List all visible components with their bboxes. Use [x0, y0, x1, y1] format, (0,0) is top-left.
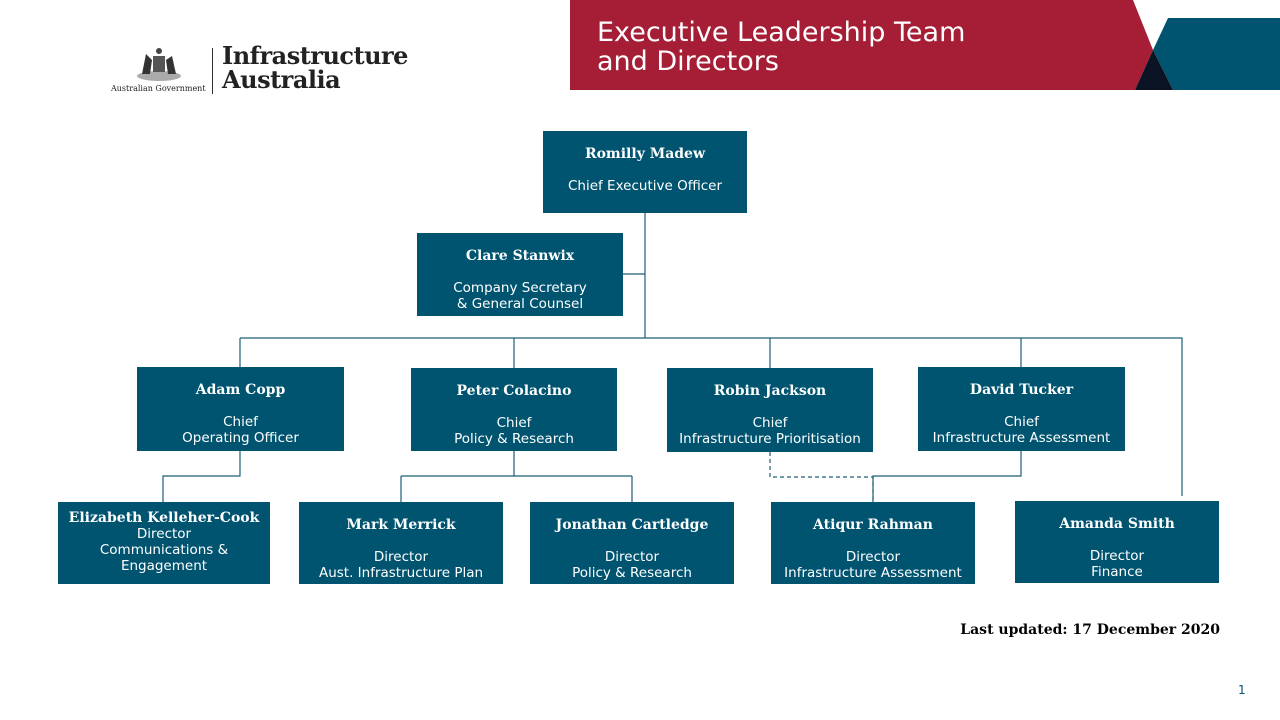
person-name: Robin Jackson: [713, 383, 827, 399]
person-name: Atiqur Rahman: [813, 517, 933, 533]
person-role: Infrastructure Prioritisation: [679, 431, 861, 447]
person-name: Adam Copp: [195, 382, 286, 398]
person-role: Infrastructure Assessment: [784, 565, 962, 581]
person-role: Policy & Research: [454, 431, 574, 447]
person-role: Chief Executive Officer: [567, 178, 723, 194]
org-box-director-policy: Jonathan Cartledge Director Policy & Res…: [530, 502, 734, 584]
org-box-coo: Adam Copp Chief Operating Officer: [137, 367, 344, 451]
person-role: Finance: [1091, 564, 1143, 580]
title-line-1: Executive Leadership Team: [597, 17, 966, 48]
government-label: Australian Government: [111, 84, 206, 93]
person-role: Communications &: [99, 542, 229, 558]
coat-of-arms-icon: [137, 48, 181, 81]
person-role: & General Counsel: [456, 296, 584, 312]
title-line-2: and Directors: [597, 46, 779, 77]
person-role: Engagement: [120, 558, 208, 574]
person-role: Chief: [223, 414, 258, 430]
last-updated: Last updated: 17 December 2020: [960, 622, 1220, 638]
person-role: Infrastructure Assessment: [932, 430, 1111, 446]
person-name: David Tucker: [969, 382, 1074, 398]
org-box-finance: Amanda Smith Director Finance: [1015, 501, 1219, 583]
person-role: Chief: [752, 415, 788, 431]
org-line-2: Australia: [222, 65, 341, 94]
person-name: Elizabeth Kelleher-Cook: [68, 510, 260, 526]
person-role: Director: [1089, 548, 1145, 564]
org-name: Infrastructure Australia: [222, 44, 408, 92]
org-box-prioritisation: Robin Jackson Chief Infrastructure Prior…: [667, 368, 873, 452]
person-role: Operating Officer: [182, 430, 299, 446]
person-role: Company Secretary: [453, 280, 587, 296]
person-name: Mark Merrick: [346, 517, 456, 533]
person-role: Director: [845, 549, 901, 565]
org-line-1: Infrastructure: [222, 41, 408, 70]
logo-divider: [212, 48, 213, 94]
person-name: Romilly Madew: [584, 146, 706, 162]
person-role: Chief: [1004, 414, 1039, 430]
person-role: Director: [373, 549, 429, 565]
org-box-director-assessment: Atiqur Rahman Director Infrastructure As…: [771, 502, 975, 584]
page-number: 1: [1238, 683, 1246, 697]
person-name: Peter Colacino: [456, 383, 572, 399]
org-box-policy-research: Peter Colacino Chief Policy & Research: [411, 368, 617, 451]
org-box-assessment: David Tucker Chief Infrastructure Assess…: [918, 367, 1125, 451]
org-box-company-secretary: Clare Stanwix Company Secretary & Genera…: [417, 233, 623, 316]
person-name: Clare Stanwix: [465, 248, 575, 264]
person-name: Jonathan Cartledge: [555, 517, 709, 533]
person-role: Director: [604, 549, 660, 565]
org-box-ceo: Romilly Madew Chief Executive Officer: [543, 131, 747, 213]
person-role: Aust. Infrastructure Plan: [318, 565, 484, 581]
person-role: Policy & Research: [572, 565, 692, 581]
person-role: Director: [136, 526, 192, 542]
org-box-infrastructure-plan: Mark Merrick Director Aust. Infrastructu…: [299, 502, 503, 584]
page-title: Executive Leadership Team and Directors: [597, 18, 965, 76]
header-banner: [570, 0, 1280, 90]
person-name: Amanda Smith: [1059, 516, 1175, 532]
person-role: Chief: [496, 415, 532, 431]
org-box-communications: Elizabeth Kelleher-Cook Director Communi…: [58, 502, 270, 584]
